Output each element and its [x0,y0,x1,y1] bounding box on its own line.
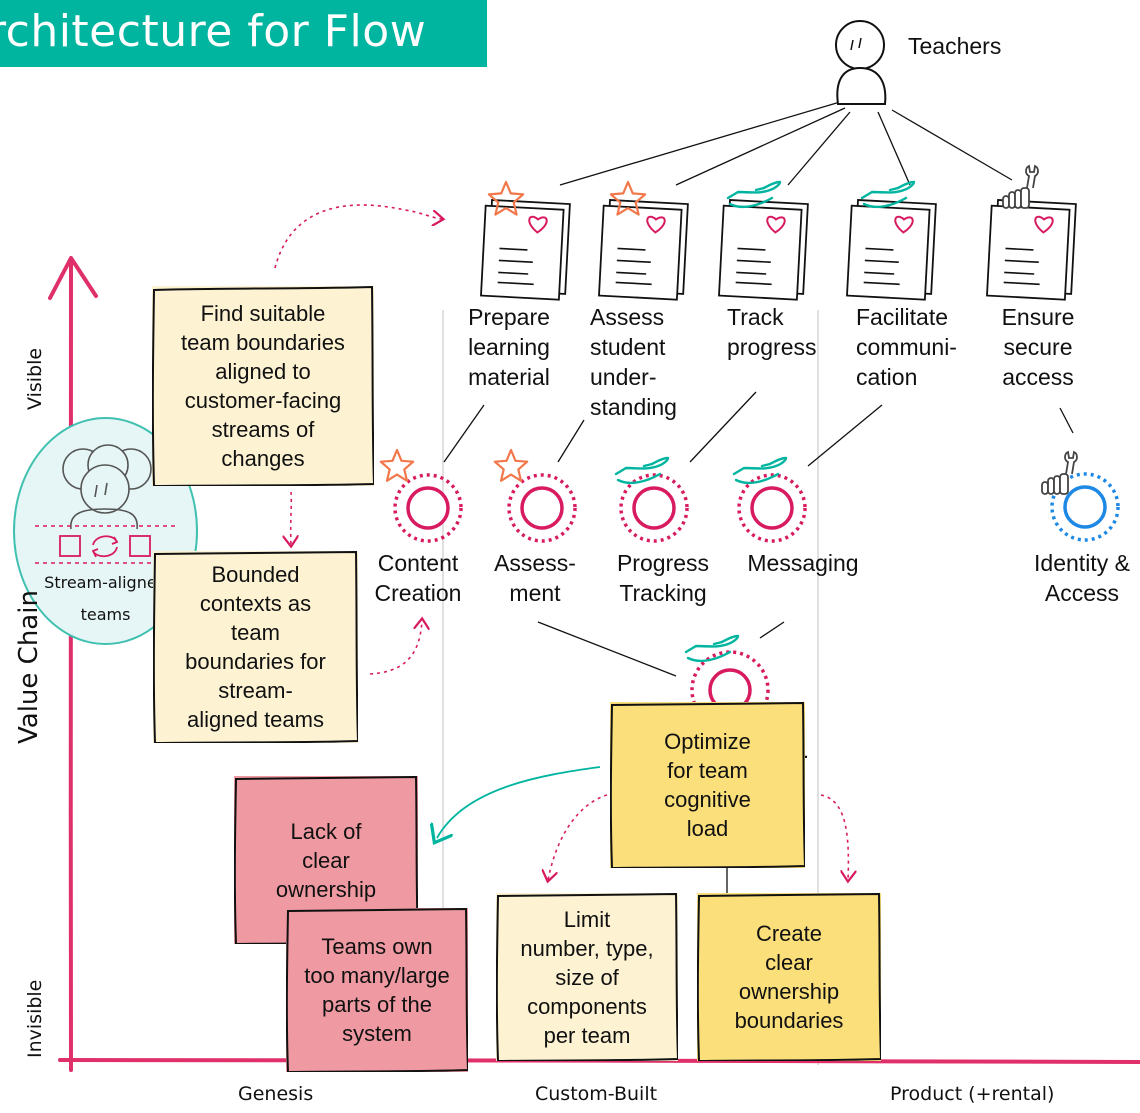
sticky-create-ownership-boundaries: Create clear ownership boundaries [697,893,881,1061]
need-component-links [443,391,1074,898]
dotted-arrows [274,204,848,880]
y-axis-bottom-label: Invisible [24,979,46,1058]
need-card-1 [480,199,571,301]
stream-aligned-teams-label: Stream-aligned teams [44,573,167,624]
component-ring-outer-1 [393,473,463,543]
need-label-facilitate: Facilitate communi- cation [856,304,957,390]
component-caring-hand-icon-2 [732,456,788,485]
need-card-3-lines [735,247,772,286]
component-label-messaging: Messaging [747,550,859,576]
component-ring-inner-2 [520,486,564,530]
user-label: Teachers [908,33,1002,59]
component-label-progress-tracking: Progress Tracking [616,550,710,606]
component-ring-inner-3 [632,486,676,530]
component-ring-outer-4 [737,473,807,543]
need-star-icon-2 [609,180,647,216]
sticky-bounded-contexts: Bounded contexts as team boundaries for … [153,551,358,743]
need-label-prepare: Prepare learning material [468,304,550,390]
need-card-5-lines [1003,247,1040,286]
need-card-5-page-front [986,204,1071,301]
component-ring-inner-4 [750,486,794,530]
need-label-assess: Assess student under- standing [590,304,677,420]
teal-arrow [437,766,601,838]
need-caring-hand-icon-2 [860,180,916,209]
y-axis-top-label: Visible [24,347,46,410]
need-label-track: Track progress [727,304,817,360]
need-card-2-lines [615,247,652,286]
component-ring-outer-2 [507,473,577,543]
need-wrench-hand-icon [1002,164,1039,209]
y-axis [68,260,74,1072]
component-label-identity-access: Identity & Access [1034,550,1130,606]
need-cards [480,199,1077,301]
need-card-4 [846,199,937,301]
x-axis-label-genesis: Genesis [238,1083,314,1105]
need-caring-hand-icon-1 [726,180,782,209]
user-need-links [559,101,1013,186]
component-label-assessment: Assess- ment [494,550,576,606]
cognitive-ring-outer [690,650,770,730]
component-label-content-creation: Content Creation [374,550,462,606]
badges [487,164,1039,216]
component-star-icon-2 [493,448,529,482]
need-card-1-page-front [480,204,565,301]
component-ring-outer-3 [619,473,689,543]
cognitive-caring-hand-icon [684,634,740,663]
identity-ring-outer [1050,472,1120,542]
sticky-optimize-cognitive-load: Optimize for team cognitive load [610,702,805,868]
page-title: rchitecture for Flow [0,6,427,57]
title-banner: rchitecture for Flow [0,0,487,67]
need-card-2-heart-icon [646,215,666,234]
x-axis-label-custom-built: Custom-Built [535,1083,658,1105]
component-ring-inner-1 [406,486,450,530]
need-card-3-heart-icon [766,215,786,234]
sticky-teams-own-too-much: Teams own too many/large parts of the sy… [286,908,468,1072]
need-card-4-heart-icon [894,215,914,234]
sticky-find-boundaries: Find suitable team boundaries aligned to… [152,286,374,486]
need-card-4-page-front [846,204,931,301]
need-card-1-lines [497,247,534,286]
team-people-icon [35,444,175,564]
need-star-icon-1 [487,180,525,216]
x-axis-label-product: Product (+rental) [890,1083,1055,1105]
need-card-5 [986,199,1077,301]
component-rings [379,448,1120,730]
teachers-figure [835,20,887,105]
need-card-3-page-front [718,204,803,301]
y-axis-title: Value Chain [14,590,44,744]
need-card-2 [598,199,689,301]
y-axis-arrowhead [48,256,98,300]
sticky-limit-components: Limit number, type, size of components p… [496,893,678,1061]
need-card-3 [718,199,809,301]
need-card-5-heart-icon [1034,215,1054,234]
identity-ring-inner [1063,485,1107,529]
need-card-2-page-front [598,204,683,301]
component-wrench-hand-icon [1041,450,1078,495]
component-caring-hand-icon-1 [614,456,670,485]
need-card-4-lines [863,247,900,286]
component-star-icon-1 [379,448,415,482]
need-label-ensure: Ensure secure access [1001,304,1075,390]
need-card-1-heart-icon [528,215,548,234]
